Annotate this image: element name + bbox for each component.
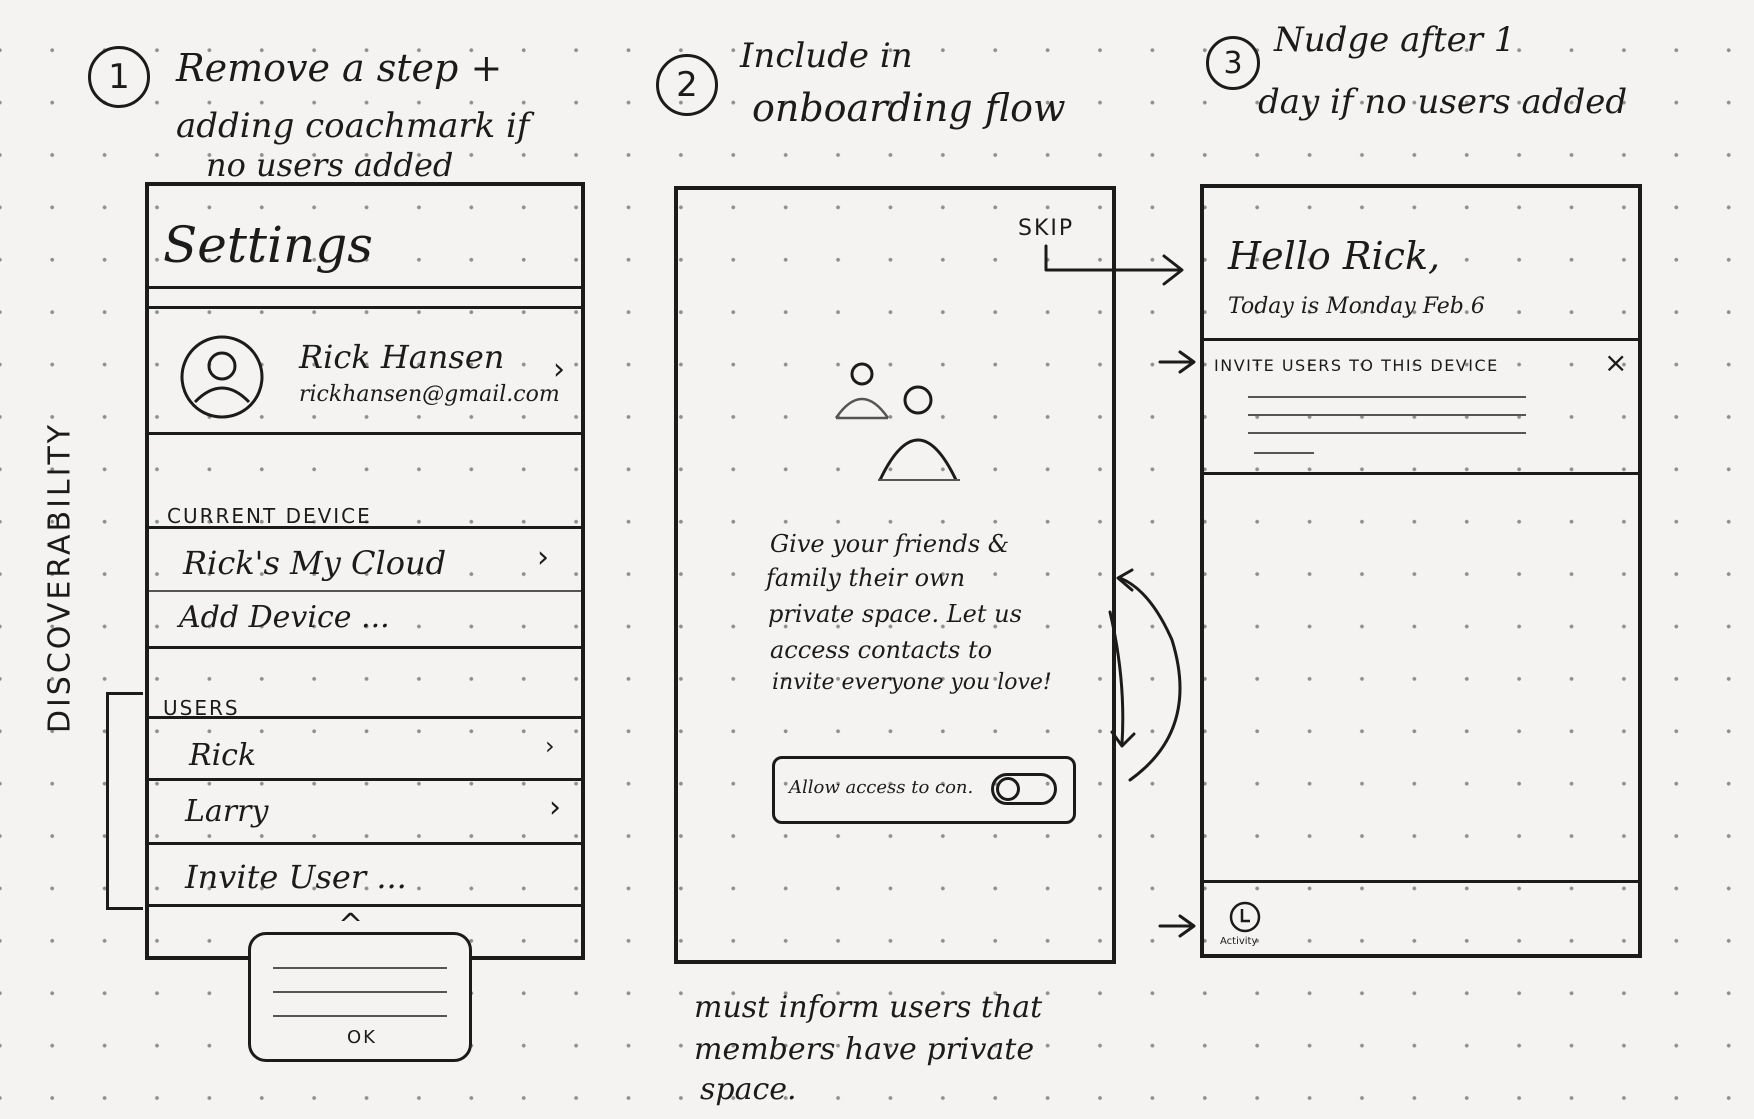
activity-nav-label: Activity — [1220, 936, 1258, 947]
chevron-right-icon: › — [537, 540, 549, 575]
close-icon[interactable]: × — [1604, 346, 1628, 379]
onboarding-body-line-3: private space. Let us — [768, 600, 1022, 628]
step-3-title-line-2: day if no users added — [1258, 82, 1628, 122]
step-3-title-line-1: Nudge after 1 — [1274, 20, 1516, 60]
home-greeting: Hello Rick, — [1228, 234, 1441, 278]
home-screen: Hello Rick, Today is Monday Feb 6 INVITE… — [1200, 184, 1642, 958]
step-1-number: 1 — [88, 46, 150, 108]
current-device-header: CURRENT DEVICE — [167, 504, 372, 528]
onboarding-body-line-2: family their own — [766, 564, 966, 592]
user-item-larry[interactable]: Larry — [185, 794, 269, 829]
onboarding-body-line-5: invite everyone you love! — [772, 670, 1052, 695]
chevron-right-icon: › — [545, 732, 555, 760]
home-date: Today is Monday Feb 6 — [1228, 294, 1485, 319]
contacts-access-row: Allow access to con. — [772, 756, 1076, 824]
coachmark-ok-button[interactable]: OK — [347, 1027, 377, 1048]
contacts-toggle[interactable] — [991, 773, 1057, 805]
toggle-knob — [996, 777, 1020, 801]
onboarding-screen: SKIP Give your friends & family their ow… — [674, 186, 1116, 964]
note-line-2: members have private — [694, 1032, 1035, 1067]
onboarding-body-line-4: access contacts to — [770, 636, 993, 664]
step-2-number: 2 — [656, 54, 718, 116]
step-2-title-line-1: Include in — [740, 36, 913, 76]
step-2-title-line-2: onboarding flow — [752, 86, 1066, 130]
user-item-rick[interactable]: Rick — [189, 738, 257, 773]
profile-email: rickhansen@gmail.com — [299, 382, 560, 407]
step-1-title-line-1: Remove a step + — [176, 46, 503, 90]
chevron-right-icon: › — [553, 352, 565, 387]
profile-name: Rick Hansen — [299, 338, 505, 376]
activity-icon[interactable] — [1228, 900, 1262, 934]
settings-title: Settings — [163, 216, 373, 274]
profile-row[interactable]: Rick Hansen rickhansen@gmail.com › — [149, 306, 581, 419]
note-line-3: space. — [700, 1072, 797, 1107]
step-3-number: 3 — [1206, 36, 1260, 90]
step-1-title-line-3: no users added — [206, 146, 454, 184]
device-item[interactable]: Rick's My Cloud — [183, 544, 447, 582]
users-bracket — [106, 692, 143, 910]
coachmark-popup: OK — [248, 932, 472, 1062]
add-device-item[interactable]: Add Device ... — [179, 600, 390, 635]
settings-screen: Settings Rick Hansen rickhansen@gmail.co… — [145, 182, 585, 960]
onboarding-body-line-1: Give your friends & — [770, 530, 1010, 558]
avatar-icon — [180, 335, 264, 419]
skip-button[interactable]: SKIP — [1018, 216, 1075, 241]
nudge-title: INVITE USERS TO THIS DEVICE — [1214, 356, 1499, 375]
step-1-title-line-2: adding coachmark if — [176, 106, 530, 146]
chevron-right-icon: › — [549, 790, 561, 825]
users-icon — [834, 362, 960, 481]
contacts-toggle-label: Allow access to con. — [789, 777, 974, 798]
note-line-1: must inform users that — [694, 990, 1043, 1025]
invite-user-item[interactable]: Invite User ... — [185, 858, 407, 896]
invite-users-nudge[interactable]: INVITE USERS TO THIS DEVICE × — [1204, 338, 1638, 468]
